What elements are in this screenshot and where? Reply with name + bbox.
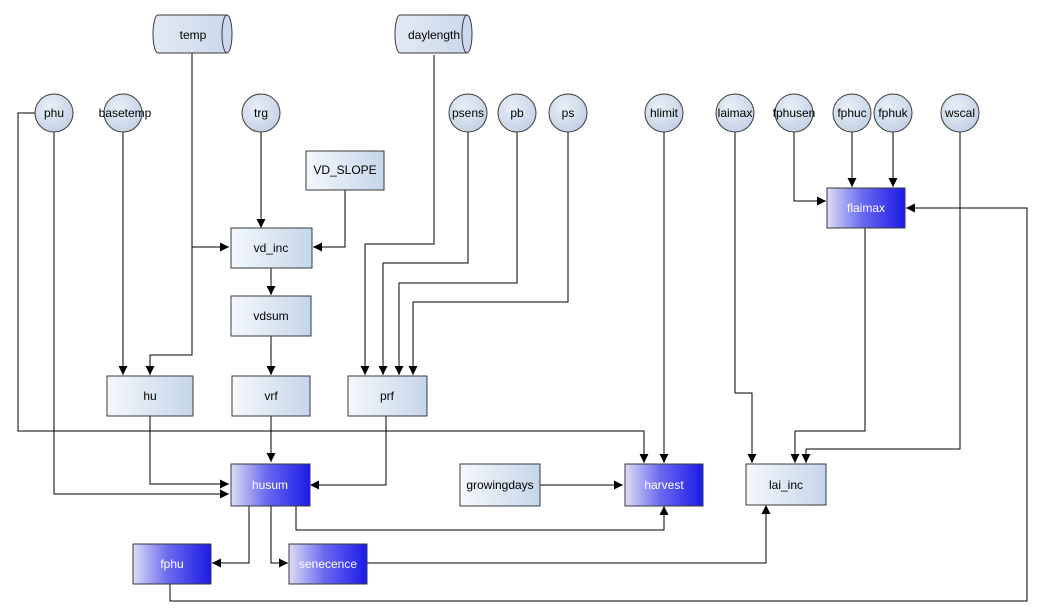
param-pb[interactable]: pb <box>497 93 537 133</box>
param-laimax-label: laimax <box>718 106 753 120</box>
edge-flaimax-lai_inc <box>790 228 866 463</box>
box-vd-slope-label: VD_SLOPE <box>313 163 376 177</box>
edge-senecence-lai_inc <box>367 505 771 564</box>
edge-hu-husum <box>149 416 229 489</box>
param-phu[interactable]: phu <box>34 93 74 133</box>
param-pb-label: pb <box>510 106 524 120</box>
box-growingdays-label: growingdays <box>466 478 533 492</box>
box-harvest-label: harvest <box>644 478 684 492</box>
box-lai-inc-label: lai_inc <box>769 478 803 492</box>
box-growingdays[interactable]: growingdays <box>459 463 541 507</box>
box-fphu[interactable]: fphu <box>132 543 212 585</box>
source-daylength-label: daylength <box>408 28 460 42</box>
box-vrf-label: vrf <box>264 389 278 403</box>
param-fphuc-label: fphuc <box>837 106 866 120</box>
box-fphu-label: fphu <box>160 557 183 571</box>
param-fphuk-label: fphuk <box>878 106 908 120</box>
param-psens[interactable]: psens <box>448 93 488 133</box>
edge-ps-prf <box>408 132 569 375</box>
edge-husum-senecence <box>270 506 288 568</box>
param-laimax[interactable]: laimax <box>715 93 755 133</box>
edge-psens-prf <box>378 132 469 375</box>
edge-fphu-flaimax <box>169 203 1028 602</box>
source-temp[interactable]: temp <box>152 14 233 54</box>
edge-laimax-lai_inc <box>734 132 757 463</box>
param-ps[interactable]: ps <box>548 93 588 133</box>
box-vdsum-label: vdsum <box>253 309 288 323</box>
edge-vdslope-vd_inc <box>313 190 346 252</box>
edge-wscal-lai_inc <box>801 132 961 463</box>
source-daylength[interactable]: daylength <box>394 14 473 54</box>
param-hlimit[interactable]: hlimit <box>644 93 684 133</box>
param-phu-label: phu <box>44 106 64 120</box>
param-psens-label: psens <box>452 106 484 120</box>
param-fphusen[interactable]: fphusen <box>773 93 816 133</box>
box-husum[interactable]: husum <box>230 463 311 507</box>
edge-phu-husum <box>53 132 229 499</box>
param-fphuc[interactable]: fphuc <box>832 93 872 133</box>
box-harvest[interactable]: harvest <box>624 463 704 507</box>
box-flaimax-label: flaimax <box>847 201 885 215</box>
box-hu[interactable]: hu <box>106 375 194 417</box>
box-senecence-label: senecence <box>299 557 357 571</box>
box-vd-slope[interactable]: VD_SLOPE <box>305 150 385 191</box>
box-prf[interactable]: prf <box>347 375 428 417</box>
edge-phu-harvest <box>17 112 649 463</box>
param-fphusen-label: fphusen <box>773 106 816 120</box>
box-vdsum[interactable]: vdsum <box>230 295 312 337</box>
box-vd-inc[interactable]: vd_inc <box>230 227 313 269</box>
box-senecence[interactable]: senecence <box>288 543 368 585</box>
edge-temp-vd_inc <box>191 52 229 252</box>
edge-pb-prf <box>394 132 518 375</box>
box-vrf[interactable]: vrf <box>231 375 311 417</box>
param-wscal-label: wscal <box>944 106 975 120</box>
box-husum-label: husum <box>252 478 288 492</box>
param-ps-label: ps <box>562 106 575 120</box>
param-trg-label: trg <box>254 106 268 120</box>
edge-temp-hu <box>145 247 193 375</box>
param-wscal[interactable]: wscal <box>940 93 980 133</box>
box-hu-label: hu <box>143 389 156 403</box>
param-basetemp[interactable]: basetemp <box>99 93 152 133</box>
box-flaimax[interactable]: flaimax <box>826 187 906 229</box>
param-fphuk[interactable]: fphuk <box>873 93 913 133</box>
param-basetemp-label: basetemp <box>99 106 152 120</box>
edge-fphusen-flaimax <box>793 132 826 206</box>
edge-husum-harvest <box>295 506 669 531</box>
edge-prf-husum <box>310 416 387 490</box>
box-lai-inc[interactable]: lai_inc <box>745 463 827 506</box>
source-temp-label: temp <box>180 28 207 42</box>
edge-husum-fphu <box>212 506 250 568</box>
param-hlimit-label: hlimit <box>650 106 679 120</box>
box-prf-label: prf <box>380 389 395 403</box>
box-vd-inc-label: vd_inc <box>254 241 289 255</box>
edges <box>17 52 1028 602</box>
param-trg[interactable]: trg <box>241 93 281 133</box>
edge-daylength-prf <box>360 55 435 375</box>
